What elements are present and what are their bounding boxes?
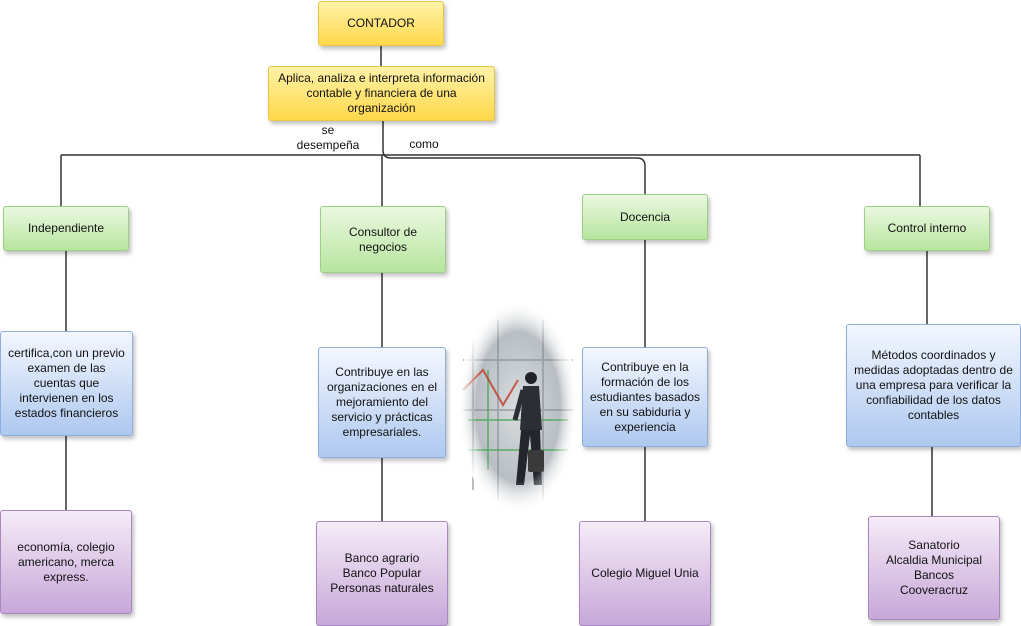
examples-node-control-interno: Sanatorio Alcaldia Municipal Bancos Coov… <box>868 516 1000 620</box>
description-node-docencia: Contribuye en la formación de los estudi… <box>582 347 708 447</box>
connector-label-como: como <box>409 137 439 151</box>
examples-node-consultor: Banco agrario Banco Popular Personas nat… <box>316 521 448 626</box>
examples-node-docencia: Colegio Miguel Unia <box>579 521 711 626</box>
description-node-control-interno: Métodos coordinados y medidas adoptadas … <box>846 324 1021 447</box>
examples-text: Sanatorio Alcaldia Municipal Bancos Coov… <box>885 538 983 597</box>
examples-text: economía, colegio americano, merca expre… <box>17 539 115 584</box>
definition-text: Aplica, analiza e interpreta información… <box>278 71 485 115</box>
role-label: Control interno <box>887 221 967 235</box>
businessman-photo-icon <box>458 300 578 514</box>
role-node-control-interno: Control interno <box>864 206 990 251</box>
role-label: Consultor de negocios <box>348 224 418 254</box>
description-text: certifica,con un previo examen de las cu… <box>8 346 125 420</box>
definition-node: Aplica, analiza e interpreta información… <box>268 66 495 121</box>
description-text: Contribuye en las organizaciones en el m… <box>326 365 438 439</box>
description-text: Contribuye en la formación de los estudi… <box>589 359 701 434</box>
role-label: Docencia <box>619 209 671 224</box>
root-title: CONTADOR <box>347 16 415 30</box>
role-node-consultor: Consultor de negocios <box>320 206 446 273</box>
role-label: Independiente <box>27 221 105 235</box>
examples-node-independiente: economía, colegio americano, merca expre… <box>0 510 132 614</box>
role-node-independiente: Independiente <box>3 206 129 251</box>
description-node-independiente: certifica,con un previo examen de las cu… <box>0 331 133 436</box>
description-text: Métodos coordinados y medidas adoptadas … <box>854 348 1013 422</box>
role-node-docencia: Docencia <box>582 194 708 240</box>
examples-text: Banco agrario Banco Popular Personas nat… <box>330 551 434 595</box>
root-node-contador: CONTADOR <box>318 1 444 46</box>
connector-label-se-desempena: se desempeña <box>296 123 360 152</box>
examples-text: Colegio Miguel Unia <box>591 566 699 580</box>
description-node-consultor: Contribuye en las organizaciones en el m… <box>318 347 446 458</box>
